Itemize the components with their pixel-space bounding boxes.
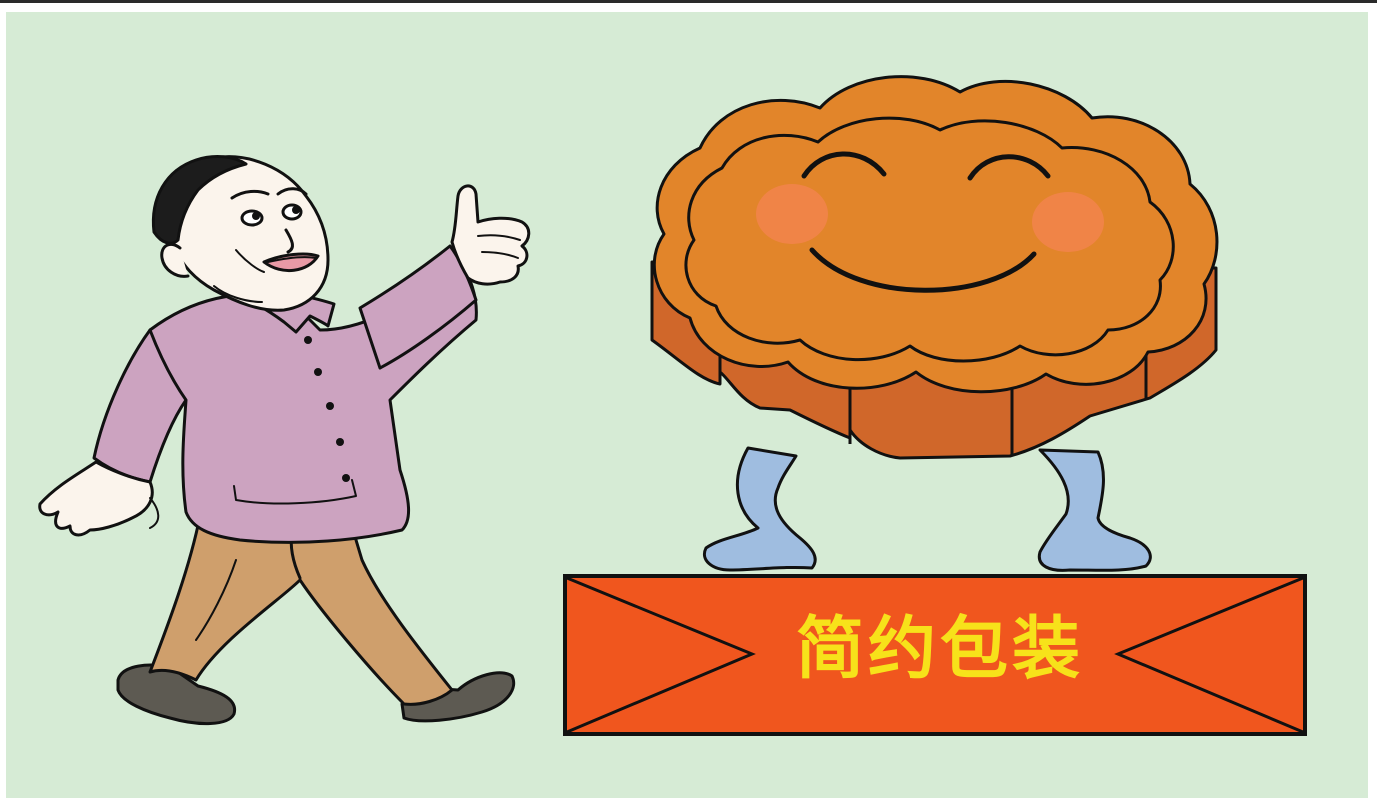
- trousers: [148, 514, 454, 706]
- man-figure: [38, 155, 531, 726]
- left-hand: [38, 460, 154, 537]
- shirt-button: [336, 438, 344, 446]
- mooncake-inner-rim: [684, 116, 1175, 363]
- shirt-button: [314, 368, 322, 376]
- mooncake-right-eye: [967, 154, 1051, 181]
- shirt-button: [342, 474, 350, 482]
- mooncake-top: [652, 75, 1219, 394]
- mooncake-smile: [809, 247, 1037, 293]
- mooncake-left-eye: [801, 151, 887, 179]
- top-border-line: [0, 0, 1377, 3]
- man-hair: [151, 155, 248, 245]
- mooncake-right-leg: [1037, 448, 1152, 572]
- shirt-button: [304, 336, 312, 344]
- banner-label: 简约包装: [795, 610, 1084, 689]
- man-ear: [160, 242, 190, 278]
- package-banner: [563, 574, 1307, 736]
- mooncake-character: [650, 75, 1219, 572]
- banner-box: [563, 574, 1307, 736]
- mooncake-right-cheek: [1032, 192, 1104, 252]
- mooncake-left-cheek: [756, 184, 828, 244]
- shirt-button: [326, 402, 334, 410]
- mooncake-left-leg: [703, 446, 817, 572]
